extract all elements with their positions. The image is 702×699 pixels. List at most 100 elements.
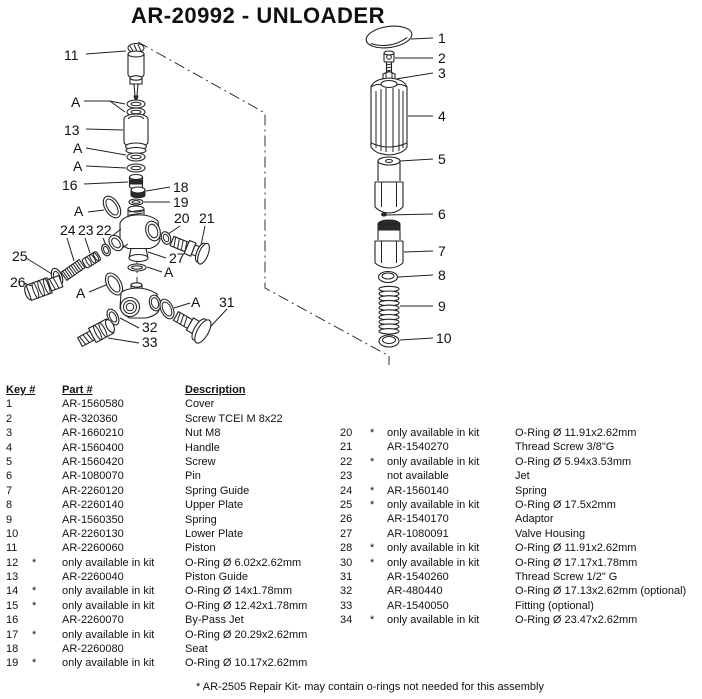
part-cell: AR-2260040 [62,571,124,584]
part-cell: AR-1080091 [387,527,449,540]
callout-2: 2 [438,50,446,66]
callout-23: 23 [78,222,94,238]
desc-cell: Jet [515,470,530,483]
callout-11: 11 [64,47,79,63]
desc-cell: Valve Housing [515,527,586,540]
key-cell: 15 [6,599,19,612]
header-desc: Description [185,384,246,396]
star-cell: * [370,455,375,468]
desc-cell: Nut M8 [185,427,221,440]
table-header: Key # Part # Description [6,383,336,397]
callout-labels: 11 A 13 A A 16 18 19 A 20 21 24 23 22 25… [10,30,452,350]
key-cell: 14 [6,585,19,598]
part-18-seat [130,186,146,199]
key-cell: 18 [6,643,19,656]
part-cell: AR-320360 [62,412,118,425]
callout-9: 9 [438,298,446,314]
key-cell: 4 [6,441,13,454]
key-cell: 31 [340,570,353,583]
table-row: 16 AR-2260070 By-Pass Jet [6,613,336,627]
key-cell: 23 [340,470,353,483]
desc-cell: Spring Guide [185,484,250,497]
part-30-oring [159,298,175,320]
key-cell: 28 [340,542,353,555]
desc-cell: O-Ring Ø 23.47x2.62mm [515,614,638,627]
key-cell: 21 [340,441,353,454]
callout-20: 20 [174,210,190,226]
part-16-bypass-jet [128,173,144,190]
part-24-spring [60,258,86,282]
part-33-fitting [76,318,116,348]
key-cell: 24 [340,484,353,497]
part-13-piston-guide [123,113,149,155]
part-cell: AR-2260130 [62,527,124,540]
desc-cell: Fitting (optional) [515,599,594,612]
part-2-screw [383,50,395,76]
desc-cell: Upper Plate [185,499,244,512]
key-cell: 16 [6,614,19,627]
star-cell: * [370,427,375,439]
desc-cell: Spring [185,513,217,526]
callout-25: 25 [12,248,28,264]
part-20-oring [160,231,172,245]
part-cell: AR-1540260 [387,570,449,583]
part-cell: AR-1540270 [387,441,449,454]
part-cell: only available in kit [62,585,155,598]
part-cell: AR-1080070 [62,470,124,483]
part-6-pin [381,212,387,217]
key-cell: 32 [340,585,353,598]
part-cell: AR-2260070 [62,614,124,627]
desc-cell: Cover [185,398,215,411]
callout-26: 26 [10,274,26,290]
key-cell: 27 [340,527,353,540]
desc-cell: O-Ring Ø 17.13x2.62mm (optional) [515,585,687,598]
part-cell: only available in kit [62,657,155,670]
desc-cell: O-Ring Ø 14x1.78mm [185,585,292,598]
key-cell: 13 [6,571,19,584]
desc-cell: By-Pass Jet [185,614,244,627]
desc-cell: Screw TCEI M 8x22 [185,412,283,425]
part-cell: AR-1560350 [62,513,124,526]
key-cell: 7 [6,484,13,497]
key-cell: 26 [340,513,353,526]
key-cell: 33 [340,599,353,612]
part-7-spring-guide [374,219,404,269]
part-31-thread-screw [172,310,212,344]
callout-32: 32 [142,319,158,335]
desc-cell: Pin [185,470,201,483]
header-part: Part # [62,384,93,396]
callout-a: A [76,285,86,301]
callout-7: 7 [438,243,446,259]
star-cell: * [32,657,37,670]
part-cell: AR-1540170 [387,513,449,526]
callout-a: A [164,264,174,280]
part-9-spring [378,285,400,335]
callout-6: 6 [438,206,446,222]
part-5-screw [374,156,404,214]
part-15-oring [126,163,146,173]
part-cell: AR-1660210 [62,427,124,440]
part-22-oring [101,243,111,257]
part-cell: only available in kit [62,556,155,569]
desc-cell: O-Ring Ø 17.5x2mm [515,498,616,511]
callout-13: 13 [64,122,80,138]
